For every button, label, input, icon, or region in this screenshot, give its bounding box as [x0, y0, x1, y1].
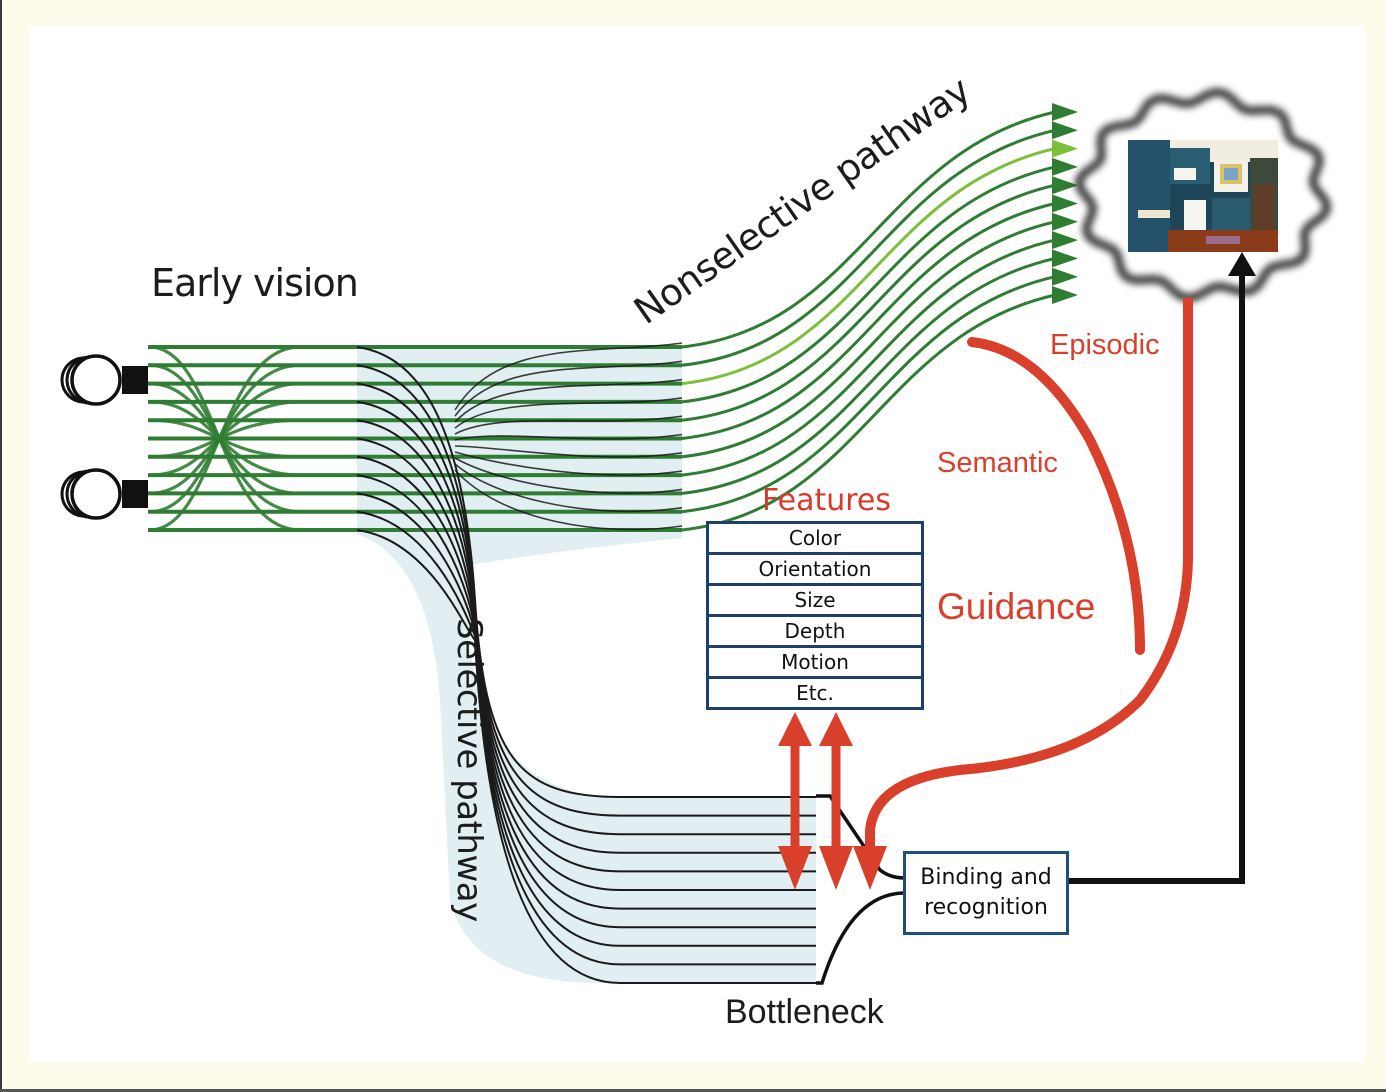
- optic-nerve-stalk: [122, 480, 148, 508]
- binding-label-line2: recognition: [924, 895, 1048, 920]
- guidance-arrowhead-icon: [853, 846, 887, 890]
- selective-branch-fiber: [454, 378, 683, 423]
- episodic-guidance-curve: [865, 298, 1193, 850]
- arrow-up-icon: [1228, 252, 1256, 276]
- features-title: Features: [762, 483, 891, 518]
- selective-branch-fiber: [454, 433, 683, 441]
- feature-row-etc: Etc.: [709, 676, 921, 707]
- guidance-arrows: [778, 298, 1193, 890]
- eye-icon: [70, 468, 122, 520]
- scene-thought-cloud: [1074, 87, 1332, 303]
- fiber-arrowhead-icon: [1052, 286, 1078, 304]
- arrow-up-icon: [819, 712, 853, 746]
- selective-pathway-label: Selective pathway: [449, 618, 489, 922]
- nonselective-fiber: [681, 275, 1056, 514]
- fiber-arrowhead-icon: [1052, 212, 1078, 231]
- thought-cloud-outline: [1074, 87, 1332, 303]
- bottleneck-top-edge: [816, 794, 906, 880]
- feature-row-size: Size: [709, 583, 921, 614]
- episodic-label: Episodic: [1050, 329, 1160, 361]
- output-line: [1069, 270, 1245, 884]
- arrow-down-icon: [778, 846, 812, 890]
- semantic-label: Semantic: [937, 447, 1058, 479]
- bottleneck-bottom-edge: [816, 891, 906, 985]
- crossing-fiber: [149, 345, 301, 532]
- eyes: [60, 354, 148, 520]
- fiber-arrowhead-icon: [1052, 231, 1078, 250]
- fiber-arrowhead-icon: [1052, 139, 1078, 158]
- fiber-arrowhead-icon: [1052, 103, 1078, 121]
- frame-edge-left: [0, 0, 2, 1092]
- nonselective-fiber: [681, 128, 1056, 367]
- arrow-up-icon: [778, 712, 812, 746]
- nonselective-fiber: [681, 183, 1056, 422]
- semantic-curve: [967, 337, 1145, 655]
- selective-branch-fiber: [454, 457, 683, 494]
- nonselective-fiber: [681, 220, 1056, 459]
- features-table: Color Orientation Size Depth Motion Etc.: [706, 521, 924, 710]
- nonselective-fiber: [681, 238, 1056, 477]
- nonselective-fiber: [681, 293, 1056, 532]
- selective-branch-fiber: [454, 342, 683, 411]
- fiber-arrowhead-icon: [1052, 121, 1078, 140]
- selective-branch-fiber: [454, 360, 683, 417]
- nonselective-fiber: [681, 147, 1056, 386]
- feature-row-color: Color: [788, 526, 842, 550]
- recognition-output-arrow: [1069, 252, 1256, 884]
- early-vision-label: Early vision: [151, 261, 359, 305]
- selective-branch-fiber: [454, 463, 683, 513]
- binding-recognition-box: Binding and recognition: [903, 851, 1069, 935]
- kitchen-scene-image: [1128, 140, 1278, 252]
- nonselective-fiber: [681, 202, 1056, 440]
- nonselective-fiber: [681, 256, 1056, 495]
- feature-row-depth: Depth: [709, 614, 921, 645]
- selective-branch-fiber: [454, 469, 683, 531]
- fiber-arrowhead-icon: [1052, 176, 1078, 195]
- binding-label-line1: Binding and: [920, 865, 1052, 890]
- selective-region: [357, 345, 816, 983]
- fiber-arrowhead-icon: [1052, 194, 1078, 213]
- fiber-arrowhead-icon: [1052, 267, 1078, 286]
- bottleneck-label: Bottleneck: [725, 993, 884, 1031]
- feature-row-orientation: Orientation: [709, 552, 921, 583]
- frame-edge-bottom: [0, 1089, 1386, 1092]
- bottleneck-funnel: [816, 794, 906, 985]
- feature-row-motion: Motion: [709, 645, 921, 676]
- selective-branch-fiber: [454, 451, 683, 476]
- selective-branch-fiber: [454, 397, 683, 429]
- arrow-down-icon: [819, 846, 853, 890]
- fiber-arrowhead-icon: [1052, 157, 1078, 176]
- selective-branch-fiber: [454, 445, 683, 458]
- selective-fibers: [356, 342, 816, 984]
- nonselective-fiber: [681, 165, 1056, 404]
- selective-fiber: [356, 529, 816, 984]
- optic-nerve-stalk: [122, 366, 148, 394]
- nonselective-fibers: [681, 103, 1078, 532]
- selective-branch-fiber: [454, 415, 683, 435]
- eye-icon: [70, 354, 122, 406]
- nonselective-fiber: [681, 110, 1056, 349]
- selective-region-fill: [357, 345, 816, 983]
- fiber-arrowhead-icon: [1052, 249, 1078, 268]
- guidance-label: Guidance: [937, 586, 1096, 627]
